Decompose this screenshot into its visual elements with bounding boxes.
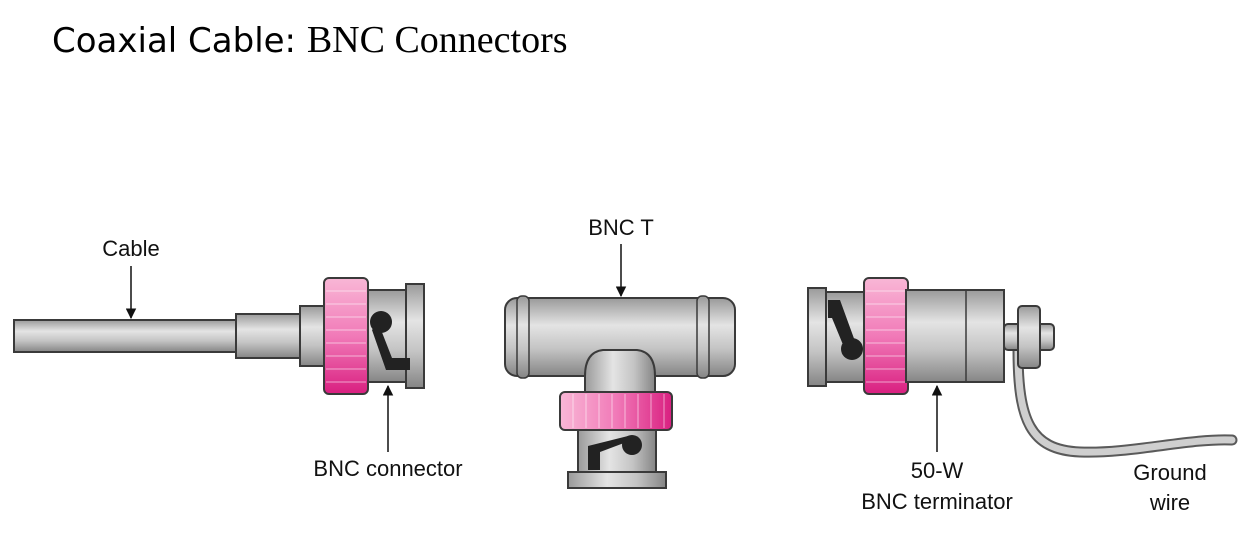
cable-assembly	[13, 305, 329, 367]
bayonet-slot	[828, 300, 863, 360]
bnc-connector-flange	[405, 283, 425, 389]
bnc-t-flange	[567, 471, 667, 489]
bnc-terminator	[807, 277, 1238, 458]
page-title: Coaxial Cable: BNC Connectors	[52, 10, 568, 71]
label-terminator-line2: BNC terminator	[861, 489, 1013, 514]
bnc-t-connector	[504, 295, 736, 489]
bayonet-slot	[370, 311, 410, 370]
label-bnc-connector: BNC connector	[313, 456, 462, 481]
bayonet-slot	[588, 435, 642, 470]
cable	[13, 319, 241, 353]
label-bnc-t: BNC T	[588, 215, 654, 240]
label-ground-line1: Ground	[1133, 460, 1206, 485]
label-cable: Cable	[102, 236, 159, 261]
bnc-connector	[323, 277, 425, 395]
terminator-body	[905, 289, 1005, 383]
bnc-t-ring	[559, 391, 673, 431]
ground-wire	[1012, 344, 1238, 458]
title-part-bnc: BNC Connectors	[306, 19, 568, 61]
label-terminator-line1: 50-W	[911, 458, 964, 483]
terminator-flange	[807, 287, 827, 387]
cable-strain-relief	[235, 313, 303, 359]
title-part-cable: Coaxial Cable:	[52, 21, 307, 61]
bnc-t-stem	[584, 349, 656, 393]
bnc-connector-ring	[323, 277, 369, 395]
terminator-ring	[863, 277, 909, 395]
label-ground-line2: wire	[1149, 490, 1190, 515]
